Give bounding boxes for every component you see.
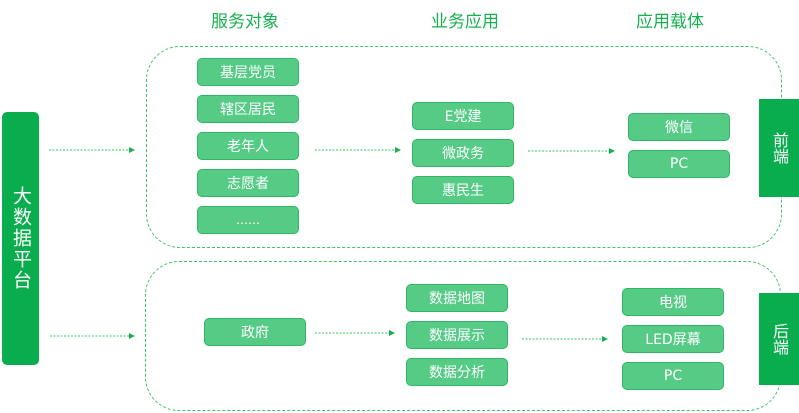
node-business-app: 惠民生: [412, 176, 514, 204]
node-business-app: 数据分析: [406, 358, 508, 386]
node-business-app: E党建: [412, 102, 514, 130]
node-business-app: 微政务: [412, 139, 514, 167]
big-data-platform-bar: 大数据平台: [2, 112, 39, 365]
frontend-label: 前端: [770, 132, 789, 164]
header-business-apps: 业务应用: [431, 12, 499, 32]
header-service-targets: 服务对象: [211, 12, 279, 32]
node-service-target-more: ……: [197, 206, 299, 234]
node-service-target: 基层党员: [197, 58, 299, 86]
node-business-app: 数据地图: [406, 284, 508, 312]
node-carrier: 电视: [622, 288, 724, 316]
node-service-target: 志愿者: [197, 169, 299, 197]
node-business-app: 数据展示: [406, 321, 508, 349]
node-carrier: LED屏幕: [622, 325, 724, 353]
backend-bar: 后端: [759, 293, 799, 385]
node-service-target: 辖区居民: [197, 95, 299, 123]
node-carrier: PC: [628, 150, 730, 178]
big-data-platform-label: 大数据平台: [10, 186, 32, 291]
node-service-target: 老年人: [197, 132, 299, 160]
header-carriers: 应用载体: [636, 12, 704, 32]
node-carrier: PC: [622, 362, 724, 390]
frontend-bar: 前端: [759, 99, 799, 197]
node-carrier: 微信: [628, 113, 730, 141]
node-service-target: 政府: [204, 318, 306, 346]
backend-label: 后端: [770, 323, 789, 355]
